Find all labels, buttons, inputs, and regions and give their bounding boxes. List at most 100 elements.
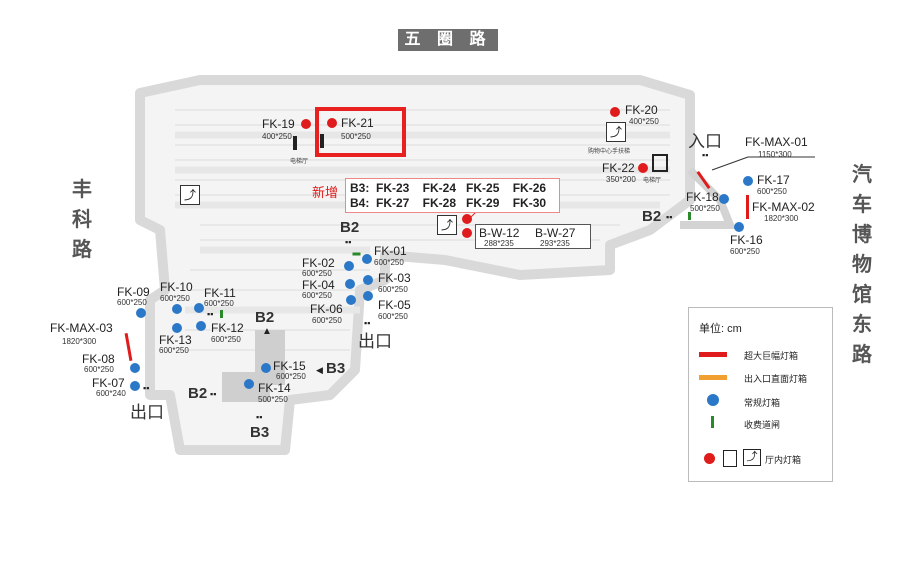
marker-dot-fk-11[interactable] — [194, 303, 204, 313]
marker-dot-fk-16[interactable] — [734, 222, 744, 232]
marker-dot-fk-09[interactable] — [136, 308, 146, 318]
marker-size-fk-08: 600*250 — [84, 365, 114, 374]
marker-dot-fk-13[interactable] — [172, 323, 182, 333]
marker-dot-fk-18[interactable] — [719, 194, 729, 204]
legend-label-entrance: 出入口直面灯箱 — [744, 374, 808, 384]
new-boxes-row-b4: B4: FK-27 FK-28 FK-29 FK-30 — [350, 196, 547, 210]
marker-label-fk-18: FK-18 — [686, 190, 719, 204]
mega-box-fk-max-02[interactable] — [746, 195, 749, 219]
road-top: 五 圈 路 — [398, 29, 498, 51]
footprint-icon: ▪▪ — [143, 383, 150, 393]
marker-dot-fk-19[interactable] — [301, 119, 311, 129]
floor-label-b3-bottom: B3 — [250, 424, 270, 441]
road-left: 丰科路 — [72, 179, 92, 261]
marker-dot-fk-21[interactable] — [327, 118, 337, 128]
marker-dot-b-w-12[interactable] — [462, 214, 472, 224]
legend: 单位: cm 超大巨幅灯箱 出入口直面灯箱 常规灯箱 收费道闸 ⤴ 厅内灯箱 — [688, 307, 833, 482]
marker-size-fk-11: 600*250 — [204, 299, 234, 308]
marker-label-fk-14: FK-14 — [258, 381, 291, 395]
marker-label-fk-08: FK-08 — [82, 352, 115, 366]
marker-label-fk-13: FK-13 — [159, 333, 192, 347]
legend-label-mega: 超大巨幅灯箱 — [744, 351, 799, 361]
marker-dot-fk-01[interactable] — [362, 254, 372, 264]
marker-size-fk-max-03: 1820*300 — [62, 337, 97, 346]
marker-size-fk-13: 600*250 — [159, 346, 189, 355]
marker-label-fk-21: FK-21 — [341, 116, 374, 130]
footprint-icon: ▪▪ — [256, 412, 263, 422]
marker-size-b-w-27: 293*235 — [540, 239, 570, 248]
marker-label-b-w-12: B-W-12 — [479, 226, 520, 240]
legend-swatch-entrance — [699, 375, 727, 380]
marker-size-fk-03: 600*250 — [378, 285, 408, 294]
marker-dot-fk-15[interactable] — [261, 363, 271, 373]
elevator-hall-note-2: 电梯厅 — [643, 178, 662, 184]
toll-gate — [220, 310, 223, 318]
marker-label-fk-04: FK-04 — [302, 278, 335, 292]
legend-swatch-indoor-dot — [704, 453, 715, 464]
marker-dot-fk-12[interactable] — [196, 321, 206, 331]
marker-label-fk-06: FK-06 — [310, 302, 343, 316]
arrow-left-icon: ◀ — [316, 365, 323, 375]
marker-size-fk-04: 600*250 — [302, 291, 332, 300]
marker-label-fk-max-01: FK-MAX-01 — [745, 135, 808, 149]
marker-label-fk-22: FK-22 — [602, 161, 635, 175]
marker-dot-fk-08[interactable] — [130, 363, 140, 373]
legend-escalator-icon: ⤴ — [743, 449, 761, 466]
escalator-icon: ⤴ — [606, 122, 626, 142]
exit-label-mid: 出口 — [358, 332, 392, 351]
marker-label-fk-19: FK-19 — [262, 117, 295, 131]
elevator-hall-note: 电梯厅 — [290, 159, 309, 165]
marker-dot-fk-22[interactable] — [638, 163, 648, 173]
new-boxes-panel — [345, 178, 560, 213]
marker-size-fk-21: 500*250 — [341, 132, 371, 141]
new-boxes-row-b3: B3: FK-23 FK-24 FK-25 FK-26 — [350, 181, 547, 195]
marker-label-fk-max-02: FK-MAX-02 — [752, 200, 815, 214]
marker-dot-fk-03[interactable] — [363, 275, 373, 285]
marker-dot-fk-14[interactable] — [244, 379, 254, 389]
marker-dot-fk-04[interactable] — [345, 279, 355, 289]
marker-dot-b-w-27[interactable] — [462, 228, 472, 238]
marker-label-fk-09: FK-09 — [117, 285, 150, 299]
legend-swatch-gate — [711, 416, 714, 428]
marker-label-fk-max-03: FK-MAX-03 — [50, 321, 113, 335]
marker-size-fk-17: 600*250 — [757, 187, 787, 196]
marker-label-fk-12: FK-12 — [211, 321, 244, 335]
marker-dot-fk-06[interactable] — [346, 295, 356, 305]
legend-indoor-box-icon — [723, 450, 737, 467]
marker-label-fk-01: FK-01 — [374, 244, 407, 258]
highlight-box — [315, 107, 406, 157]
legend-label-indoor: 厅内灯箱 — [765, 455, 802, 465]
legend-swatch-regular — [707, 394, 719, 406]
marker-size-fk-19: 400*250 — [262, 132, 292, 141]
footprint-icon: ▪▪ — [702, 150, 709, 160]
marker-dot-fk-07[interactable] — [130, 381, 140, 391]
marker-size-fk-22: 350*200 — [606, 175, 636, 184]
marker-dot-fk-20[interactable] — [610, 107, 620, 117]
marker-size-b-w-12: 288*235 — [484, 239, 514, 248]
marker-size-fk-10: 600*250 — [160, 294, 190, 303]
floor-label-b2-right: B2 — [642, 208, 662, 225]
footprint-icon: ▪▪ — [210, 389, 217, 399]
marker-dot-fk-10[interactable] — [172, 304, 182, 314]
marker-dot-fk-17[interactable] — [743, 176, 753, 186]
exit-label-left: 出口 — [130, 403, 164, 422]
marker-dot-fk-02[interactable] — [344, 261, 354, 271]
mall-escalator-note: 购物中心手扶梯 — [588, 149, 631, 155]
marker-label-b-w-27: B-W-27 — [535, 226, 576, 240]
footprint-icon: ▪▪ — [364, 318, 371, 328]
marker-size-fk-05: 600*250 — [378, 312, 408, 321]
entrance-label: 入口 — [688, 132, 722, 151]
marker-label-fk-11: FK-11 — [204, 286, 236, 300]
marker-size-fk-15: 600*250 — [276, 372, 306, 381]
footprint-icon: ▪▪ — [345, 237, 352, 247]
toll-gate — [352, 252, 361, 256]
toll-gate — [688, 212, 691, 220]
road-right: 汽车博物馆东路 — [852, 164, 872, 366]
escalator-icon: ⤴ — [437, 215, 457, 235]
marker-label-fk-03: FK-03 — [378, 271, 411, 285]
marker-label-fk-20: FK-20 — [625, 103, 658, 117]
marker-dot-fk-05[interactable] — [363, 291, 373, 301]
legend-unit: 单位: cm — [699, 323, 742, 335]
marker-size-fk-02: 600*250 — [302, 269, 332, 278]
marker-size-fk-max-02: 1820*300 — [764, 214, 799, 223]
